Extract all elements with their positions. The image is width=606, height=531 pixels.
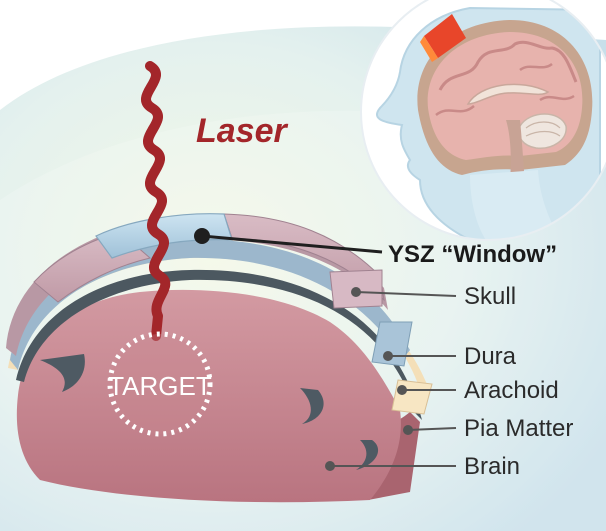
dura-label: Dura [464, 343, 517, 370]
arachnoid-label: Arachoid [464, 377, 559, 404]
brain-label: Brain [464, 453, 520, 480]
laser-beam [141, 61, 171, 341]
highlight-region [424, 14, 466, 58]
target-label: TARGET [108, 371, 212, 401]
brain-block [16, 289, 420, 503]
ysz-window-label: YSZ “Window” [388, 241, 557, 268]
laser-label: Laser [196, 112, 288, 150]
callout-lines [194, 228, 457, 471]
pia-matter-label: Pia Matter [464, 415, 573, 442]
head-cross-section-illustration [360, 0, 606, 241]
target-ring-icon [107, 331, 213, 437]
skull-label: Skull [464, 283, 516, 310]
